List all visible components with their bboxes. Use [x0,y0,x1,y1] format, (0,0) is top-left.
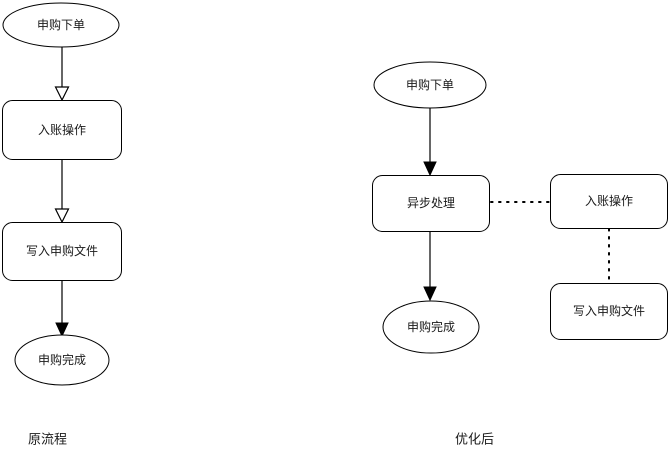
node-ruzhang-caozuo-original[interactable]: 入账操作 [2,100,122,160]
node-xieru-wenjian-optimized[interactable]: 写入申购文件 [550,283,668,340]
edge-l2-l3 [54,160,70,224]
panel-original: 申购下单 入账操作 写入申购文件 申购完成 原流程 [2,2,122,446]
node-shenggou-xiadan-original[interactable]: 申购下单 [2,2,120,48]
node-label: 入账操作 [585,193,633,208]
node-label: 入账操作 [38,122,86,137]
edge-r2-r3 [423,232,437,302]
edge-r1-r2 [423,108,437,177]
node-shenggou-wancheng-original[interactable]: 申购完成 [14,334,110,386]
node-shenggou-wancheng-optimized[interactable]: 申购完成 [382,300,480,354]
node-label: 申购完成 [38,352,86,367]
node-label: 写入申购文件 [26,243,98,258]
node-label: 写入申购文件 [573,303,645,318]
panel-optimized: 申购下单 异步处理 申购完成 入账操作 写入申购文件 [372,61,668,446]
node-label: 异步处理 [407,196,455,210]
node-yibu-chuli[interactable]: 异步处理 [372,175,490,232]
edge-l1-l2 [54,47,70,102]
node-xieru-wenjian-original[interactable]: 写入申购文件 [2,222,122,281]
edge-l3-l4 [55,280,69,338]
node-label: 申购完成 [407,319,455,334]
caption-optimized: 优化后 [455,431,494,446]
node-label: 申购下单 [406,77,454,92]
node-ruzhang-caozuo-optimized[interactable]: 入账操作 [550,174,668,229]
node-label: 申购下单 [37,17,85,32]
caption-original: 原流程 [28,431,67,446]
node-shenggou-xiadan-optimized[interactable]: 申购下单 [373,61,487,109]
